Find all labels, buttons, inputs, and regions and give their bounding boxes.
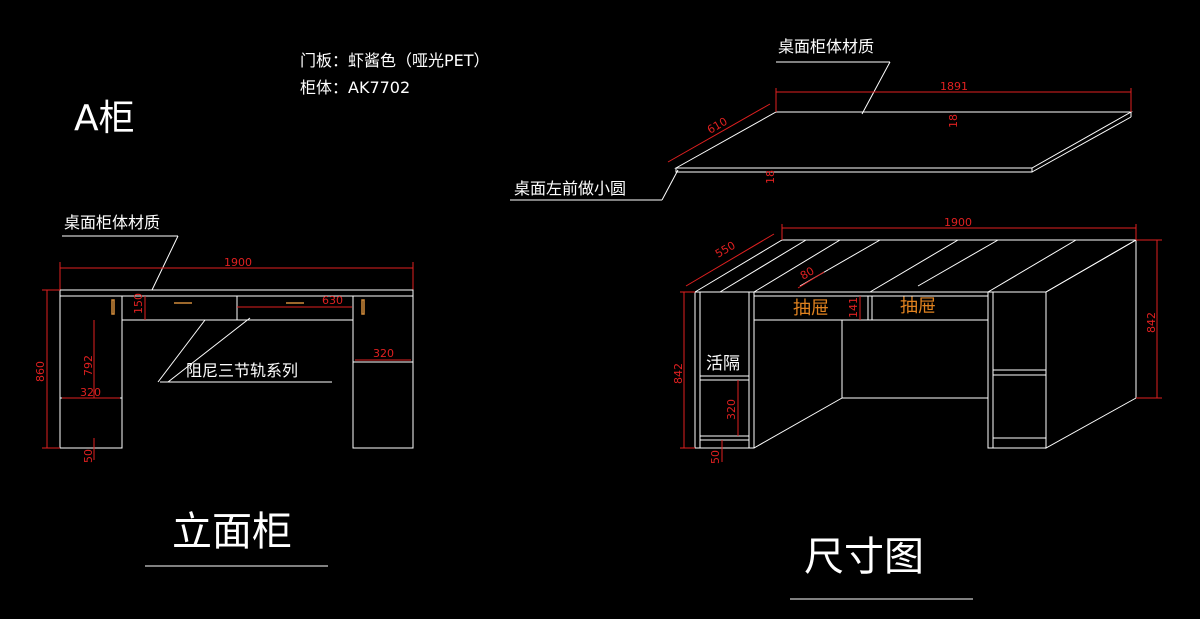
left-cabinet-front	[694, 291, 755, 449]
dim-right-width: 320	[373, 347, 394, 360]
dimension-title: 尺寸图	[804, 534, 924, 580]
dim-width: 1900	[944, 216, 972, 229]
rail-label: 阻尼三节轨系列	[186, 361, 298, 380]
dimension-view: 桌面柜体材质 1891 610 18 18 桌面左前做小圆	[510, 37, 1162, 600]
elevation-view: 桌面柜体材质 1900 860 792 320	[34, 213, 414, 567]
dim-base: 50	[82, 449, 95, 463]
right-side-panel	[1045, 239, 1137, 449]
dim-drawer-width: 630	[322, 294, 343, 307]
dim-base: 50	[709, 450, 722, 464]
dim-top-thick-a: 18	[947, 114, 960, 128]
dim-height-left: 842	[672, 363, 685, 384]
dim-drawer-height: 150	[132, 293, 145, 314]
dim-top-width: 1891	[940, 80, 968, 93]
left-handle	[111, 299, 115, 315]
dim-drawer-height: 141	[847, 297, 860, 318]
elevation-title: 立面柜	[172, 509, 292, 555]
dim-top-thick-b: 18	[764, 170, 777, 184]
dim-inner-height: 792	[82, 355, 95, 376]
desktop-slab	[674, 111, 1133, 169]
dim-inner-height: 320	[725, 399, 738, 420]
top-material-label: 桌面柜体材质	[778, 37, 874, 56]
cabinet-name: A柜	[74, 98, 135, 139]
right-handle	[361, 299, 365, 315]
left-cabinet	[59, 295, 123, 449]
right-cabinet	[352, 295, 414, 449]
cabinet-top	[693, 239, 1138, 293]
drawer-1-label: 抽屉	[793, 298, 829, 319]
dim-height-right: 842	[1145, 312, 1158, 333]
cabinet-body-note: 柜体：AK7702	[300, 78, 410, 97]
dim-inner-width: 320	[80, 386, 101, 399]
dim-drawer-depth: 80	[798, 264, 817, 282]
shelf-label: 活隔	[706, 354, 740, 374]
dim-top-depth: 610	[705, 115, 730, 137]
drawer-2-label: 抽屉	[900, 296, 936, 317]
elevation-top-material-label: 桌面柜体材质	[64, 213, 160, 232]
dim-height: 860	[34, 361, 47, 382]
leader-line	[151, 235, 179, 291]
door-panel-note: 门板：虾酱色（哑光PET）	[300, 51, 490, 70]
dim-width: 1900	[224, 256, 252, 269]
desk-top	[59, 289, 414, 297]
round-corner-label: 桌面左前做小圆	[514, 179, 626, 198]
